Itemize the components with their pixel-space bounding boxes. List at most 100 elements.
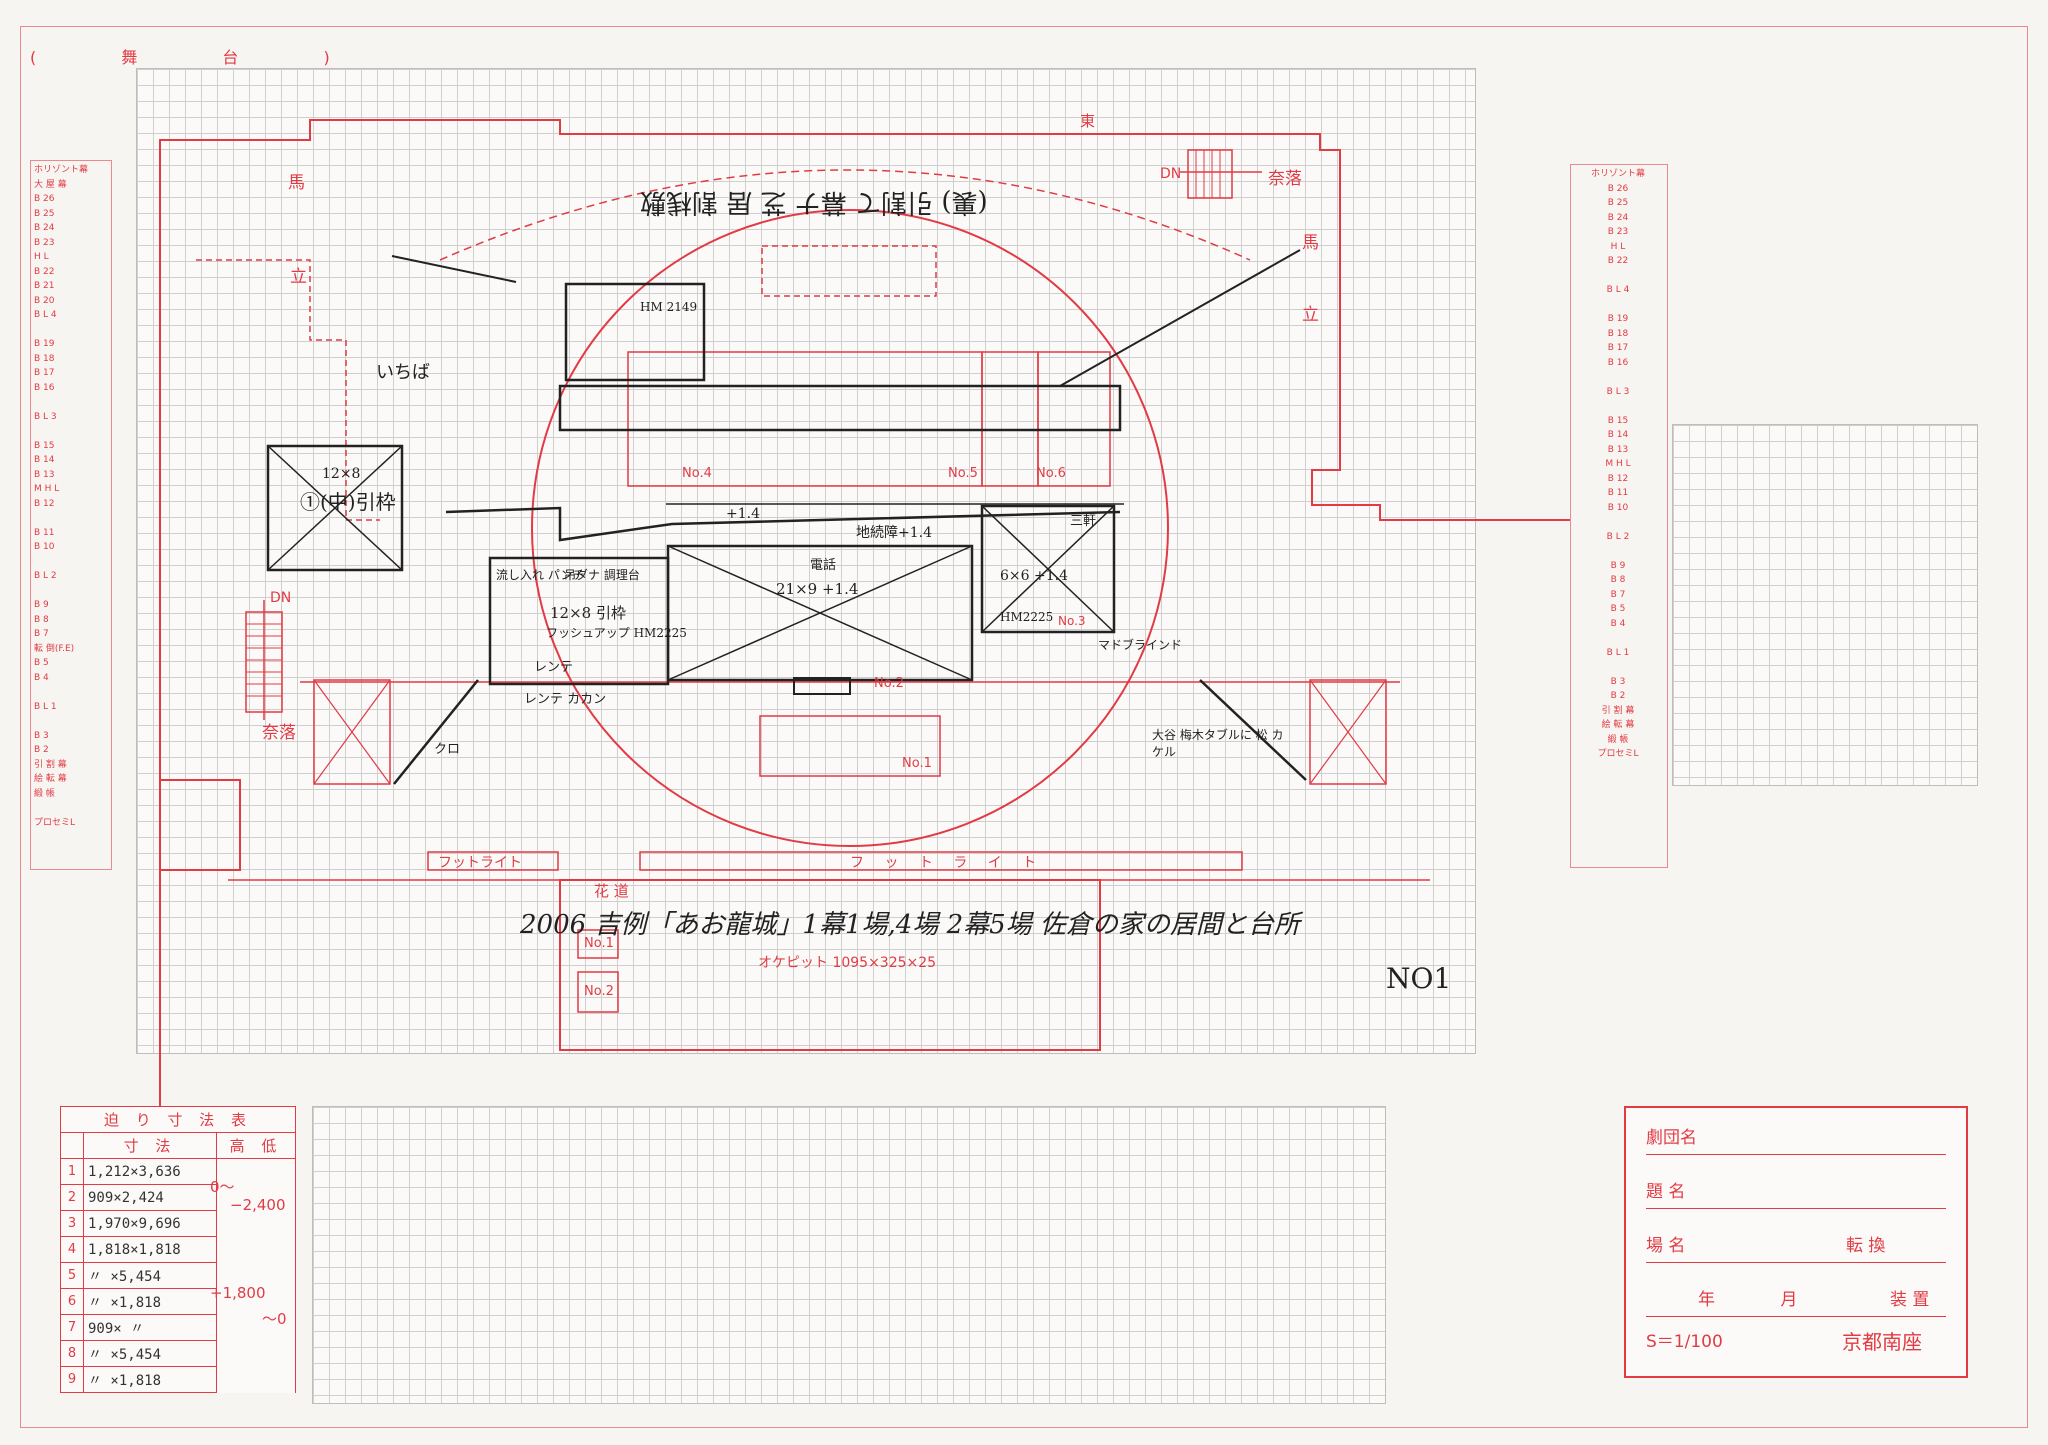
right-scale-entry: B L 4 xyxy=(1606,285,1630,295)
left-scale-entry: 大 屋 幕 xyxy=(34,179,67,190)
left-scale-entry: B 7 xyxy=(34,629,49,639)
handwritten-kitchen-2: 吊ダナ 調理台 xyxy=(564,568,640,582)
handwritten-kitchen-1: 流し入れ パンチ xyxy=(496,568,585,582)
right-grid xyxy=(1672,424,1978,786)
right-scale-entry: B 16 xyxy=(1607,357,1629,368)
dimension-row-no: 7 xyxy=(60,1314,84,1341)
left-scale-entry: B 9 xyxy=(34,600,49,610)
dimension-row-dim: 〃 ×5,454 xyxy=(83,1340,217,1367)
lift-dashed-top xyxy=(761,245,937,297)
left-scale-entry: B 11 xyxy=(34,527,55,538)
dimension-row-no: 1 xyxy=(60,1158,84,1185)
right-scale-entry: B 23 xyxy=(1607,227,1629,237)
dimension-col-dim: 寸 法 xyxy=(83,1132,217,1159)
lift-label-no2: No.2 xyxy=(874,676,904,691)
right-scale-entry: 絵 転 幕 xyxy=(1601,720,1635,730)
handwritten-center-4: 電話 xyxy=(810,558,837,573)
small-table xyxy=(793,677,851,695)
right-scale-entry: 緞 帳 xyxy=(1607,734,1629,745)
right-scale-entry: B 25 xyxy=(1607,198,1629,208)
right-scale-entry: B 3 xyxy=(1610,676,1626,687)
handwritten-center-2: +1.4 xyxy=(726,506,760,522)
dimension-row-dim: 1,818×1,818 xyxy=(83,1236,217,1263)
right-scale-entry: B 17 xyxy=(1607,343,1629,353)
lift-no5-rect xyxy=(981,351,1039,487)
right-scale-entry: B 11 xyxy=(1607,488,1629,498)
right-scale-entry: B 15 xyxy=(1607,415,1629,426)
label-tate-left: 立 xyxy=(290,267,307,287)
left-scale-entry: ホリゾント幕 xyxy=(34,165,89,175)
left-scale-entry: B 15 xyxy=(34,440,55,451)
left-scale-entry: M H L xyxy=(34,484,60,494)
title-block-date: 年 月 装 置 xyxy=(1646,1284,1946,1317)
left-scale-entry: B 17 xyxy=(34,368,55,378)
lift-label-no5: No.5 xyxy=(948,466,978,481)
dimension-row-height xyxy=(216,1158,296,1185)
left-scale-entry: 転 倒(F.E) xyxy=(34,643,75,654)
left-scale-entry: 引 割 幕 xyxy=(34,759,67,770)
right-scale-entry: B 22 xyxy=(1607,256,1629,266)
left-scale-entry: B 3 xyxy=(34,730,49,741)
left-scale-entry: B 4 xyxy=(34,672,49,683)
left-scale-entry: B 12 xyxy=(34,498,55,509)
main-stage-grid xyxy=(136,68,1476,1054)
left-scale-entry: B 5 xyxy=(34,658,49,668)
label-uma-left: 馬 xyxy=(288,173,305,193)
label-higashi: 東 xyxy=(1080,112,1096,130)
dimension-row-height xyxy=(216,1210,296,1237)
set-floor-line xyxy=(445,506,1121,542)
title-block-troupe: 劇団名 xyxy=(1646,1122,1946,1155)
pit-no2 xyxy=(577,971,619,1013)
label-hanamichi: 花 道 xyxy=(594,882,629,900)
left-scale-entry: 緞 帳 xyxy=(34,788,55,799)
right-scale-entry: B 5 xyxy=(1610,604,1626,614)
left-scale-entry: B 21 xyxy=(34,281,55,291)
right-scale-entry: B 24 xyxy=(1607,212,1629,223)
left-scale-entry: B 19 xyxy=(34,339,55,349)
label-footlight-left: フットライト xyxy=(438,855,522,871)
set-right-platform xyxy=(980,504,1116,634)
handwritten-kuro: クロ xyxy=(434,742,461,757)
title-block-scale: S＝1/100 京都南座 xyxy=(1646,1330,1922,1354)
dimension-row-height xyxy=(216,1288,296,1315)
handwritten-rentei-2: レンテ カカン xyxy=(524,692,607,707)
set-block-1 xyxy=(266,444,404,572)
handwritten-left-block: 12×8 引枠 xyxy=(550,604,626,622)
right-scale-entry: B L 1 xyxy=(1606,647,1630,658)
label-naraku-left: 奈落 xyxy=(262,723,296,743)
left-scale-entry: B 22 xyxy=(34,266,55,277)
lift-label-no4: No.4 xyxy=(682,466,712,481)
left-scale-entry: H L xyxy=(34,252,49,262)
right-scale-entry: B 10 xyxy=(1607,502,1629,513)
stage-outline xyxy=(159,119,1570,1290)
right-scale-entry: B 14 xyxy=(1607,430,1629,440)
stage-outline-2 xyxy=(196,259,380,521)
title-block: 劇団名 題 名 場 名 転 換 年 月 装 置 S＝1/100 京都南座 xyxy=(1624,1106,1968,1378)
lift-no6-rect xyxy=(1037,351,1111,487)
right-scale-entry: M H L xyxy=(1605,459,1631,469)
stair-top-right xyxy=(1187,149,1233,199)
label-footlight-center: フ ッ ト ラ イ ト xyxy=(850,855,1045,871)
handwritten-left-note: いちば xyxy=(376,362,430,383)
label-tate-right: 立 xyxy=(1302,305,1319,325)
label-uma-right: 馬 xyxy=(1302,233,1319,253)
set-back-wall xyxy=(558,384,1122,432)
left-scale-entry: B L 1 xyxy=(34,701,57,712)
left-scale-entry: B 23 xyxy=(34,237,55,248)
label-orchestra-pit: オケピット 1095×325×25 xyxy=(758,955,937,971)
right-scale-entry: B 9 xyxy=(1610,560,1626,571)
dimension-table-title: 迫 り 寸 法 表 xyxy=(60,1106,296,1133)
dimension-row-dim: 〃 ×5,454 xyxy=(83,1262,217,1289)
right-scale-entry: プロセミL xyxy=(1597,749,1639,759)
set-upper-left xyxy=(564,282,706,382)
left-scale-entry: B 25 xyxy=(34,208,55,219)
left-scale-entry: 絵 転 幕 xyxy=(34,774,67,784)
handwritten-right-1: 6×6 +1.4 xyxy=(1000,568,1068,584)
handwritten-block-1-dim: 12×8 xyxy=(322,466,361,482)
right-scale-entry: B 12 xyxy=(1607,473,1629,484)
left-scale-entry: B 2 xyxy=(34,745,49,755)
